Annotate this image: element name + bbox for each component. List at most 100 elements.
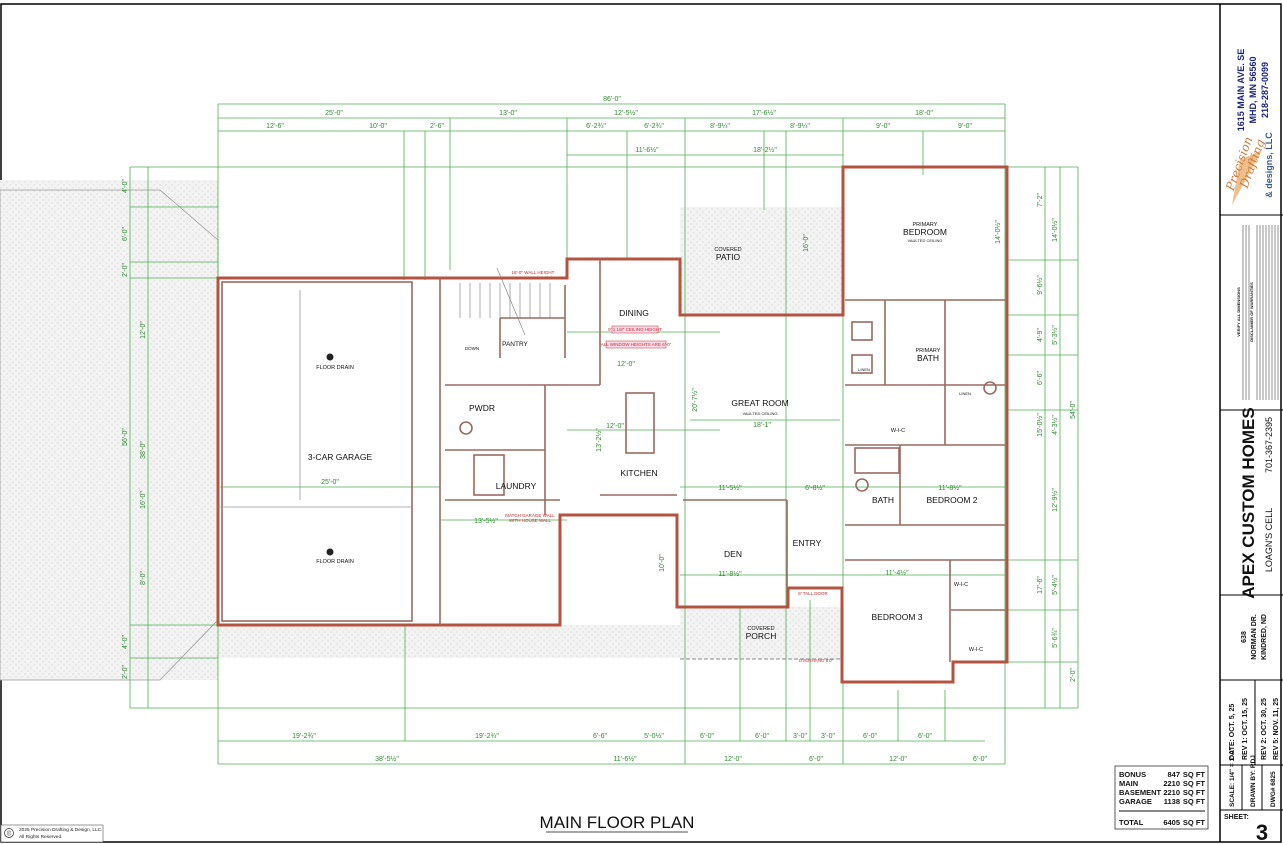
svg-text:4'-3½": 4'-3½" <box>1051 415 1059 435</box>
svg-text:8'-0": 8'-0" <box>140 571 147 585</box>
svg-text:OVERHANG 8'0": OVERHANG 8'0" <box>799 658 834 663</box>
svg-text:DISCLAIMER OF WARRANTIES: DISCLAIMER OF WARRANTIES <box>1249 282 1254 342</box>
svg-text:3'-0": 3'-0" <box>793 733 807 740</box>
svg-text:2'-6": 2'-6" <box>430 123 444 130</box>
floor-drain-icon <box>326 548 334 556</box>
svg-text:12'-6": 12'-6" <box>266 123 284 130</box>
svg-text:17'-6": 17'-6" <box>1037 576 1044 594</box>
svg-text:2210: 2210 <box>1163 779 1180 788</box>
svg-text:12'-5½": 12'-5½" <box>614 109 638 117</box>
staircase <box>459 267 551 336</box>
room-den: DEN <box>724 549 742 559</box>
svg-text:19'-2¾": 19'-2¾" <box>292 733 316 740</box>
svg-text:ALL WINDOW HEIGHTS ARE 6'-0": ALL WINDOW HEIGHTS ARE 6'-0" <box>601 342 672 347</box>
svg-text:PRIMARY: PRIMARY <box>913 222 938 228</box>
svg-text:6'-0": 6'-0" <box>973 756 987 763</box>
svg-text:1138: 1138 <box>1164 797 1180 806</box>
room-covered-patio: PATIO <box>716 252 741 262</box>
svg-text:13'-5½": 13'-5½" <box>474 517 498 525</box>
room-laundry: LAUNDRY <box>496 481 537 491</box>
svg-text:14'-0½": 14'-0½" <box>1051 218 1059 242</box>
svg-text:6'-6": 6'-6" <box>1037 371 1044 385</box>
svg-text:6405: 6405 <box>1163 818 1180 827</box>
svg-text:18'-0": 18'-0" <box>915 110 933 117</box>
exterior-walls <box>216 165 1009 684</box>
svg-text:15'-0½": 15'-0½" <box>1036 413 1044 437</box>
svg-text:VAULTED CEILING: VAULTED CEILING <box>908 238 943 243</box>
driveway <box>0 180 218 680</box>
svg-text:9'-6½": 9'-6½" <box>1036 275 1044 295</box>
client-info: APEX CUSTOM HOMES LOAGN'S CELL 701-367-2… <box>1239 407 1274 598</box>
room-labels: 3-CAR GARAGE FLOOR DRAIN FLOOR DRAIN PAN… <box>308 222 983 653</box>
svg-text:& designs, LLC: & designs, LLC <box>1264 132 1274 198</box>
svg-text:MHD, MN 56560: MHD, MN 56560 <box>1248 56 1258 123</box>
floor-drain-icon <box>326 353 334 361</box>
svg-text:86'-0": 86'-0" <box>603 96 621 103</box>
svg-text:11'-5½": 11'-5½" <box>718 484 742 492</box>
svg-text:REV 1: OCT. 15, 25: REV 1: OCT. 15, 25 <box>1242 698 1249 760</box>
svg-text:11'-8½": 11'-8½" <box>938 484 962 492</box>
svg-text:701-367-2395: 701-367-2395 <box>1264 417 1274 473</box>
svg-text:11'-6½": 11'-6½" <box>613 755 637 763</box>
svg-text:NORMAN DR.: NORMAN DR. <box>1251 614 1258 660</box>
svg-text:4'-0": 4'-0" <box>122 179 129 193</box>
svg-text:3'-0": 3'-0" <box>821 733 835 740</box>
interior-walls <box>221 259 1005 662</box>
svg-text:25'-0": 25'-0" <box>325 110 343 117</box>
svg-text:BASEMENT: BASEMENT <box>1119 788 1162 797</box>
disclaimer-notes: VERIFY ALL DIMENSIONS DISCLAIMER OF WARR… <box>1236 225 1279 400</box>
svg-text:COVERED: COVERED <box>747 626 774 632</box>
revision-dates: DATE: OCT. 5, 25 REV 1: OCT. 15, 25 REV … <box>1229 698 1280 760</box>
svg-text:4'-9": 4'-9" <box>1037 328 1044 342</box>
svg-text:REV 2: OCT. 30, 25: REV 2: OCT. 30, 25 <box>1261 698 1268 760</box>
svg-text:2'-0": 2'-0" <box>1070 668 1077 682</box>
svg-text:38'-5½": 38'-5½" <box>375 755 399 763</box>
svg-text:16'-0": 16'-0" <box>140 491 147 509</box>
garage-apron <box>218 625 680 658</box>
svg-text:2'-0": 2'-0" <box>122 263 129 277</box>
svg-text:20'-7½": 20'-7½" <box>691 388 699 412</box>
svg-text:11'-8½": 11'-8½" <box>718 570 742 578</box>
svg-text:8'-9¼": 8'-9¼" <box>710 123 730 130</box>
svg-text:6'-0": 6'-0" <box>122 227 129 241</box>
svg-text:FLOOR DRAIN: FLOOR DRAIN <box>316 365 354 371</box>
svg-text:9' 1 1/8" CEILING HEIGHT: 9' 1 1/8" CEILING HEIGHT <box>608 327 662 332</box>
svg-text:17'-6½": 17'-6½" <box>752 109 776 117</box>
svg-text:MAIN: MAIN <box>1119 779 1138 788</box>
svg-text:2'-0": 2'-0" <box>122 665 129 679</box>
svg-text:5'-6¾": 5'-6¾" <box>1052 628 1059 648</box>
svg-text:PRIMARY: PRIMARY <box>916 348 941 354</box>
svg-text:19'-2¾": 19'-2¾" <box>475 733 499 740</box>
svg-text:W-I-C: W-I-C <box>969 647 983 653</box>
svg-text:12'-0": 12'-0" <box>606 423 624 430</box>
room-entry: ENTRY <box>793 538 822 548</box>
dimension-labels: 86'-0" 25'-0" 13'-0" 12'-5½" 17'-6½" 18'… <box>266 96 987 763</box>
svg-text:SCALE: 1/4" = 1'-0": SCALE: 1/4" = 1'-0" <box>1229 747 1236 807</box>
svg-text:56'-0": 56'-0" <box>122 428 129 446</box>
svg-text:8'-9¼": 8'-9¼" <box>790 123 810 130</box>
svg-text:DATE: OCT. 5, 25: DATE: OCT. 5, 25 <box>1229 704 1236 760</box>
svg-text:LINEN: LINEN <box>858 367 870 372</box>
svg-text:38'-0": 38'-0" <box>140 441 147 459</box>
svg-text:MATCH GARAGE WALL: MATCH GARAGE WALL <box>505 513 555 518</box>
svg-text:6'-0": 6'-0" <box>700 733 714 740</box>
svg-text:SQ FT: SQ FT <box>1183 788 1206 797</box>
client-name: APEX CUSTOM HOMES <box>1239 407 1258 598</box>
svg-text:4'-0": 4'-0" <box>122 635 129 649</box>
svg-text:13'-2½": 13'-2½" <box>595 428 603 452</box>
square-footage-table: BONUS 847 SQ FT MAIN 2210 SQ FT BASEMENT… <box>1114 765 1209 830</box>
svg-text:REV 5: NOV. 11, 25: REV 5: NOV. 11, 25 <box>1273 698 1280 760</box>
sheet-number: 3 <box>1256 820 1268 844</box>
svg-text:All Rights Reserved.: All Rights Reserved. <box>19 834 62 840</box>
sheet-label: SHEET: <box>1224 814 1249 821</box>
room-bedroom-3: BEDROOM 3 <box>871 612 922 622</box>
svg-text:18'-2½": 18'-2½" <box>753 146 777 154</box>
svg-text:BONUS: BONUS <box>1119 770 1146 779</box>
svg-text:12'-0": 12'-0" <box>617 361 635 368</box>
svg-text:12'-0": 12'-0" <box>889 756 907 763</box>
svg-text:9'-0": 9'-0" <box>876 123 890 130</box>
svg-text:6'-0": 6'-0" <box>918 733 932 740</box>
svg-text:218-287-0099: 218-287-0099 <box>1260 62 1270 118</box>
svg-text:SQ FT: SQ FT <box>1183 818 1206 827</box>
svg-text:VAULTED CEILING: VAULTED CEILING <box>743 411 778 416</box>
